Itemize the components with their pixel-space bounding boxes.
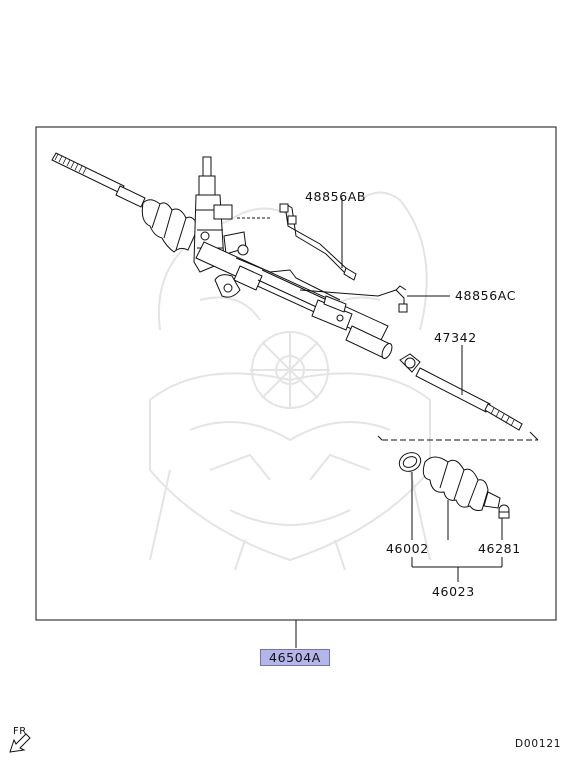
- inner-tie-rod: [399, 353, 523, 431]
- callout-46281[interactable]: 46281: [478, 541, 521, 556]
- assembly-part-46504A[interactable]: 46504A: [260, 649, 330, 666]
- callout-48856AB[interactable]: 48856AB: [305, 189, 367, 204]
- front-direction-label: FR: [13, 726, 27, 737]
- leader-lines: [341, 198, 503, 582]
- callout-48856AC[interactable]: 48856AC: [455, 288, 517, 303]
- callout-47342[interactable]: 47342: [434, 330, 477, 345]
- rack-housing: [195, 241, 393, 359]
- boot-kit: [398, 452, 510, 519]
- watermark-emblem: [149, 191, 431, 571]
- left-boot: [141, 199, 199, 253]
- diagram-code: D00121: [515, 738, 562, 750]
- pressure-lines: [235, 203, 408, 313]
- callout-46002[interactable]: 46002: [386, 541, 429, 556]
- front-direction-arrow-icon: [9, 733, 31, 753]
- callout-46023[interactable]: 46023: [432, 584, 475, 599]
- left-tie-rod: [51, 152, 146, 208]
